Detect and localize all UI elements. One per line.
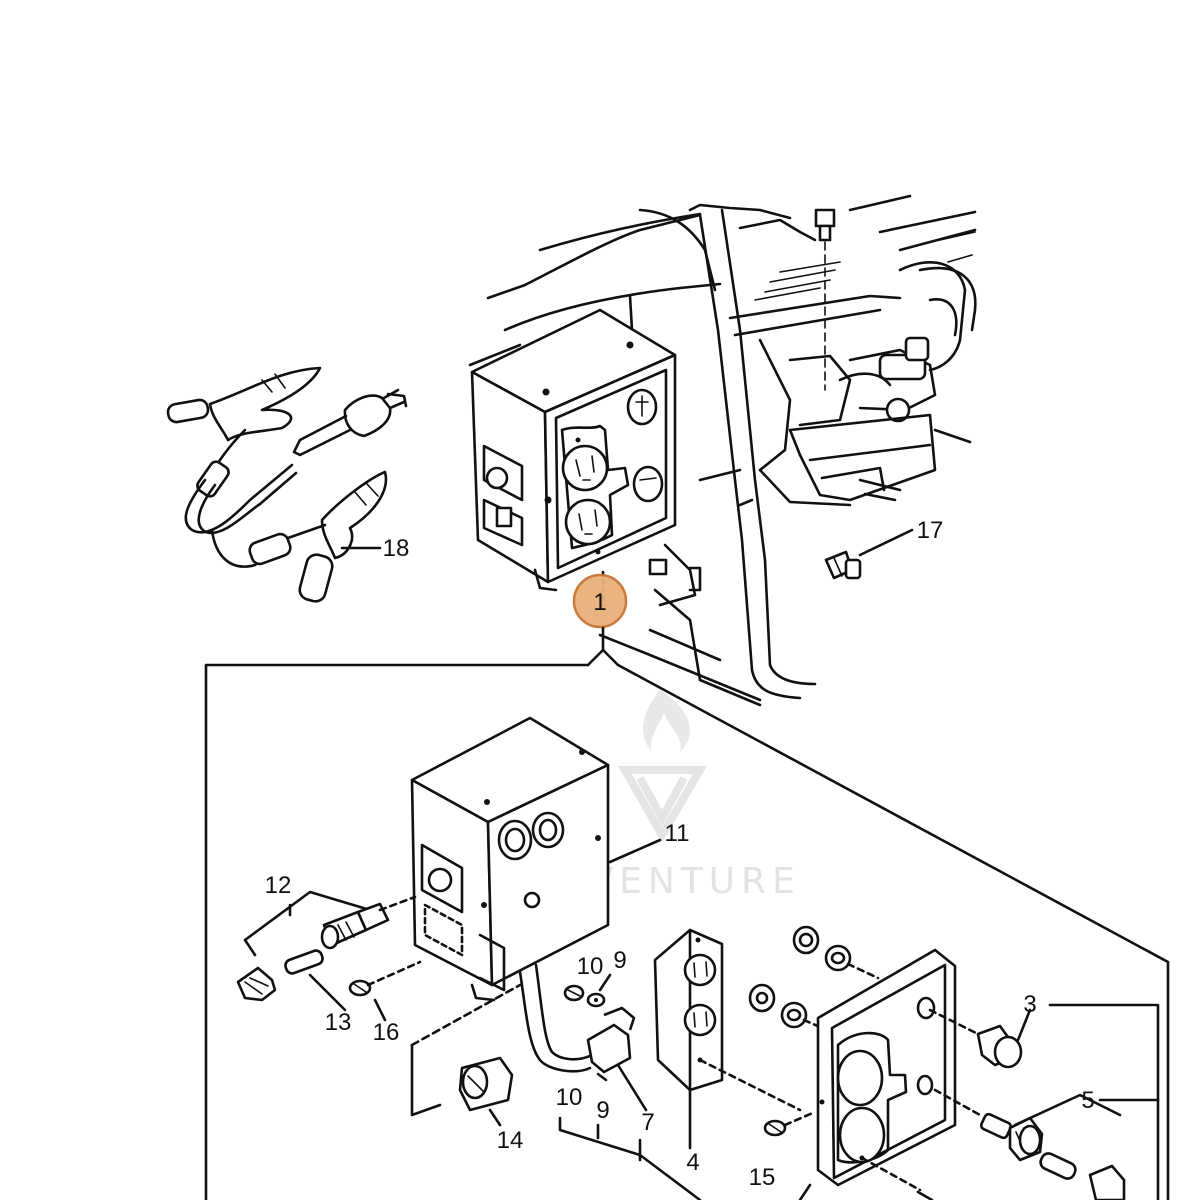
nuts-and-washers [748, 925, 880, 1030]
callout-14: 14 [497, 1127, 524, 1154]
callout-3: 3 [1023, 991, 1036, 1018]
watermark-v-icon [618, 766, 707, 844]
callout-18: 18 [383, 535, 410, 562]
control-box-housing-11 [410, 716, 662, 1002]
callout-13: 13 [325, 1009, 352, 1036]
callout-12: 12 [265, 872, 292, 899]
callout-7: 7 [641, 1109, 654, 1136]
switch-14 [410, 983, 522, 1127]
callout-5: 5 [1081, 1087, 1094, 1114]
faceplate [763, 948, 957, 1200]
circuit-breaker-12 [236, 890, 422, 1022]
callout-4: 4 [686, 1149, 699, 1176]
generator-frame-drawing [468, 194, 977, 707]
callout-17: 17 [917, 517, 944, 544]
exploded-view-bracket [204, 626, 1170, 1200]
control-box-assembled [470, 308, 677, 607]
screw-17 [824, 528, 914, 580]
callout-11: 11 [665, 820, 690, 847]
callout-labels: 17 18 11 12 13 16 10 9 3 5 7 10 9 14 4 1… [265, 517, 1095, 1191]
receptacle-3 [928, 1003, 1160, 1200]
callout-15: 15 [749, 1164, 776, 1191]
callout-1: 1 [593, 589, 606, 616]
callout-10-upper: 10 [577, 953, 604, 980]
receptacle-4 [653, 928, 802, 1150]
callout-9-upper: 9 [613, 947, 626, 974]
watermark-flame-icon [642, 690, 691, 752]
wiring-harness-7 [518, 963, 702, 1200]
breaker-set-5 [933, 1088, 1160, 1200]
callout-16: 16 [373, 1019, 400, 1046]
battery-charging-cable [166, 366, 408, 603]
callout-9-lower: 9 [596, 1097, 609, 1124]
callout-10-lower: 10 [556, 1084, 583, 1111]
callout-1-highlight[interactable]: 1 [572, 573, 628, 629]
